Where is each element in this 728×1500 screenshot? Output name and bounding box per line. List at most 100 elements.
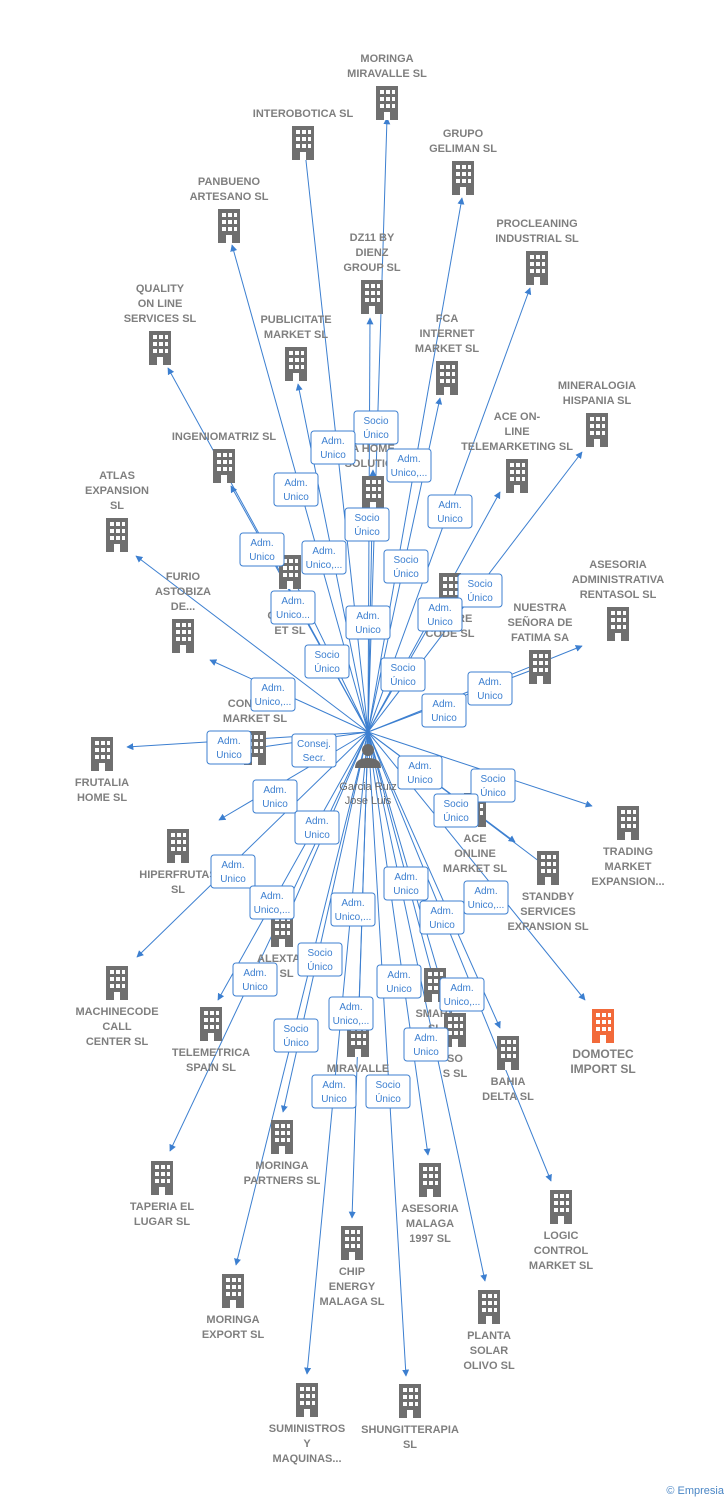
relation-label: Unico,... xyxy=(333,1016,370,1027)
relation-badge[interactable]: Adm.Unico xyxy=(383,866,429,901)
relation-badge[interactable]: Adm.Unico xyxy=(310,430,356,465)
relation-label: Unico xyxy=(304,830,330,841)
relation-badge[interactable]: Adm.Unico,... xyxy=(249,885,295,920)
relation-badge[interactable]: Adm.Unico,... xyxy=(330,892,376,927)
edge-c36 xyxy=(367,731,431,1156)
company-name: DZ11 BY xyxy=(350,232,395,244)
building-icon xyxy=(296,1383,318,1417)
company-name: PLANTA xyxy=(467,1330,511,1342)
relation-badge[interactable]: Adm.Unico,... xyxy=(463,880,509,915)
company-name: DE... xyxy=(171,601,195,613)
relation-label: Unico xyxy=(413,1047,439,1058)
relation-badge[interactable]: Adm.Unico,... xyxy=(250,677,296,712)
relation-badge[interactable]: Adm.Unico xyxy=(403,1027,449,1062)
relation-badge-box xyxy=(365,1074,411,1109)
company-node-c41[interactable]: SUMINISTROSYMAQUINAS... xyxy=(269,1383,345,1465)
relation-badge[interactable]: Adm.Unico xyxy=(232,962,278,997)
company-node-c32[interactable]: MIRAVALLE xyxy=(327,1023,390,1075)
company-name: ET SL xyxy=(274,625,305,637)
relation-badge[interactable]: Adm.Unico xyxy=(239,532,285,567)
company-node-c18[interactable]: FURIOASTOBIZADE... xyxy=(155,571,211,653)
building-icon xyxy=(529,650,551,684)
relation-label: Único xyxy=(314,662,340,675)
relation-badge[interactable]: Adm.Unico xyxy=(345,605,391,640)
relation-badge[interactable]: Adm.Unico xyxy=(376,964,422,999)
relation-badge[interactable]: Adm.Unico xyxy=(417,597,463,632)
relation-label: Unico xyxy=(283,492,309,503)
relation-badge[interactable]: Adm.Unico xyxy=(210,854,256,889)
relation-badge[interactable]: Adm.Unico xyxy=(273,472,319,507)
relation-badge[interactable]: Consej.Secr. xyxy=(291,733,337,768)
building-icon xyxy=(200,1007,222,1041)
relation-badge[interactable]: Adm.Unico xyxy=(206,730,252,765)
relation-badge[interactable]: Adm.Unico xyxy=(311,1074,357,1109)
building-icon xyxy=(106,518,128,552)
relation-label: Adm. xyxy=(221,860,244,871)
relation-label: Unico xyxy=(431,713,457,724)
relation-badge[interactable]: Adm.Unico xyxy=(419,900,465,935)
relation-badge-box xyxy=(294,810,340,845)
relation-badge-box xyxy=(421,693,467,728)
relation-label: Unico xyxy=(427,617,453,628)
company-name: FRUTALIA xyxy=(75,777,129,789)
relation-badge[interactable]: Adm.Unico,... xyxy=(328,996,374,1031)
relation-label: Secr. xyxy=(303,753,326,764)
company-node-c11[interactable]: INGENIOMATRIZ SL xyxy=(172,431,277,483)
relation-badge[interactable]: Adm.Unico xyxy=(421,693,467,728)
company-node-c22[interactable]: TRADINGMARKETEXPANSION... xyxy=(591,806,665,888)
relation-badge[interactable]: Adm.Unico... xyxy=(270,590,316,625)
company-node-c31[interactable]: SOS SL xyxy=(443,1013,468,1080)
relation-badge[interactable]: Adm.Unico xyxy=(427,494,473,529)
relation-badge[interactable]: Adm.Unico xyxy=(252,779,298,814)
relation-badge[interactable]: Adm.Unico,... xyxy=(386,448,432,483)
relation-badge[interactable]: Adm.Unico xyxy=(467,671,513,706)
relation-badge[interactable]: Adm.Unico xyxy=(294,810,340,845)
relation-badge[interactable]: Adm.Unico xyxy=(397,755,443,790)
relation-badge-box xyxy=(239,532,285,567)
company-node-c2[interactable]: INTEROBOTICA SL xyxy=(253,108,354,160)
relation-badge[interactable]: Adm.Unico,... xyxy=(439,977,485,1012)
relation-badge[interactable]: Adm.Unico,... xyxy=(301,540,347,575)
